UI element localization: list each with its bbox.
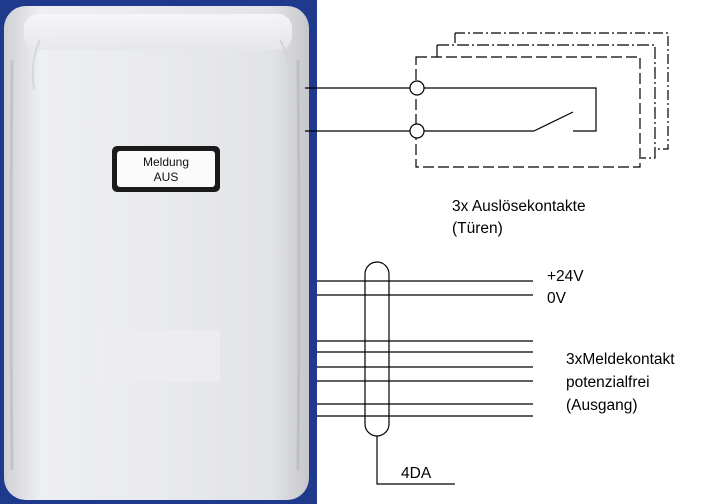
terminal-top bbox=[409, 80, 425, 96]
trigger-contact-box-2 bbox=[437, 44, 656, 159]
indicator-lamp: Meldung AUS bbox=[112, 146, 220, 192]
cable-label: 4DA bbox=[401, 465, 432, 482]
terminal-bottom bbox=[409, 123, 425, 139]
cable-wires bbox=[317, 280, 533, 417]
signal-contacts-label-line1: 3xMeldekontakt bbox=[566, 351, 675, 368]
zero-volt-label: 0V bbox=[547, 290, 567, 307]
trigger-wiring bbox=[305, 87, 597, 132]
switch-blade bbox=[533, 111, 574, 132]
signal-contacts-label-line3: (Ausgang) bbox=[566, 397, 638, 414]
trigger-contact-boxes bbox=[415, 32, 669, 168]
terminal-circles bbox=[409, 80, 425, 139]
device-housing bbox=[0, 0, 317, 504]
indicator-label-line2: AUS bbox=[154, 170, 179, 184]
trigger-contacts-label-line2: (Türen) bbox=[452, 220, 503, 237]
cable-exit bbox=[376, 436, 455, 485]
trigger-contact-box-1 bbox=[415, 56, 641, 168]
trigger-contact-box-3 bbox=[455, 32, 669, 150]
trigger-loop bbox=[424, 87, 597, 132]
cable-sheath bbox=[364, 261, 455, 485]
plus-24v-label: +24V bbox=[547, 268, 584, 285]
signal-contacts-label-line2: potenzialfrei bbox=[566, 374, 650, 391]
trigger-contacts-label-line1: 3x Auslösekontakte bbox=[452, 198, 586, 215]
indicator-label-line1: Meldung bbox=[143, 155, 189, 169]
